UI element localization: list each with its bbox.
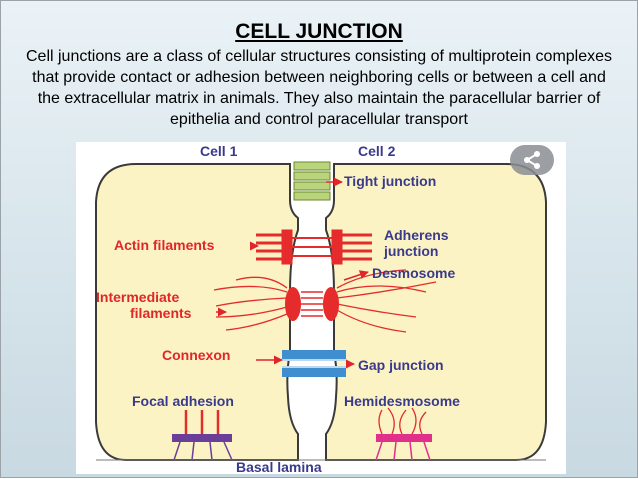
- cell-junction-figure: Cell 1 Cell 2 Tight junction Adherens ju…: [76, 142, 566, 475]
- intermediate-filaments-label-line2: filaments: [130, 305, 192, 321]
- cell-1-label: Cell 1: [200, 143, 238, 159]
- actin-filaments-label: Actin filaments: [114, 237, 215, 253]
- cell-junction-diagram: Cell 1 Cell 2 Tight junction Adherens ju…: [95, 143, 547, 475]
- focal-adhesion-structure: [172, 410, 233, 461]
- connexon-label: Connexon: [162, 347, 230, 363]
- hemidesmosome-structure: [375, 407, 432, 461]
- adherens-junction-label-line1: Adherens: [384, 227, 449, 243]
- hemidesmosome-label: Hemidesmosome: [344, 393, 460, 409]
- intermediate-filaments-label-line1: Intermediate: [96, 289, 179, 305]
- tight-junction-label: Tight junction: [344, 173, 436, 189]
- adherens-junction-label-line2: junction: [383, 243, 438, 259]
- basal-lamina-label: Basal lamina: [236, 459, 322, 474]
- desmosome-label: Desmosome: [372, 265, 455, 281]
- slide-description: Cell junctions are a class of cellular s…: [25, 48, 613, 128]
- tight-junction-structure: [293, 161, 331, 201]
- label-arrows: [216, 177, 369, 369]
- gap-junction-label: Gap junction: [358, 357, 444, 373]
- cell-2-body: [325, 163, 547, 461]
- adherens-junction-structure: [256, 229, 372, 265]
- slide-title: CELL JUNCTION: [235, 20, 403, 43]
- gap-junction-structure: [282, 350, 346, 377]
- desmosome-structure: [213, 269, 437, 333]
- focal-adhesion-label: Focal adhesion: [132, 393, 234, 409]
- cell-1-body: [95, 163, 299, 461]
- cell-2-label: Cell 2: [358, 143, 396, 159]
- share-button[interactable]: [510, 145, 554, 175]
- share-icon: [524, 151, 540, 169]
